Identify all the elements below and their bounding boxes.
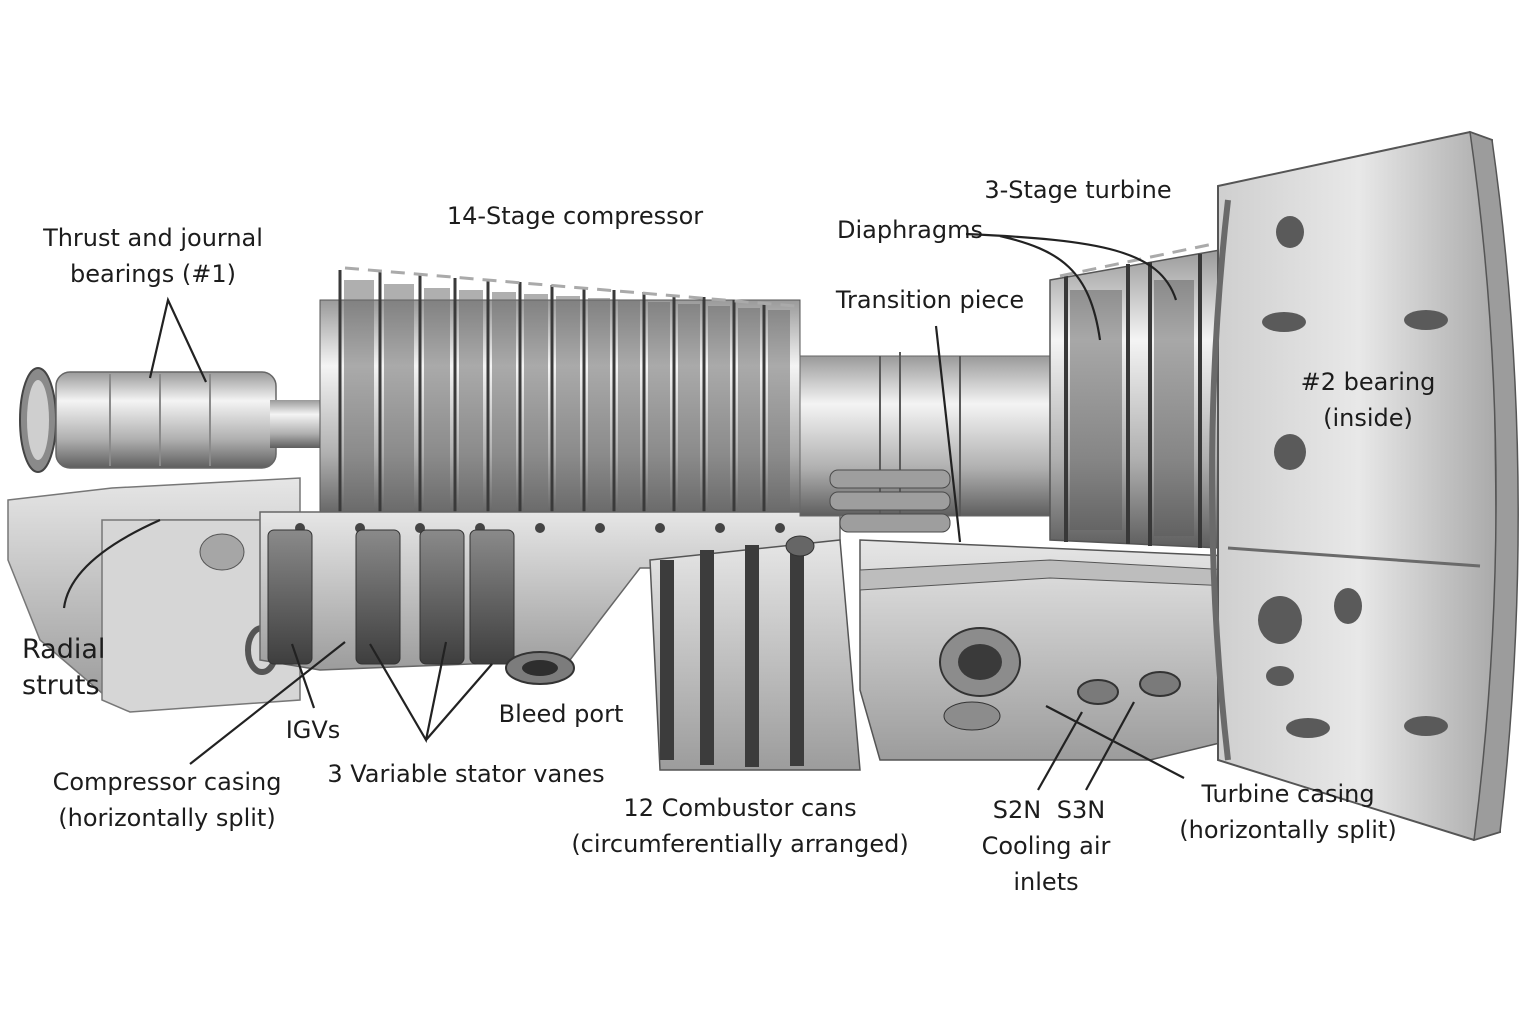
label-bleed-port: Bleed port <box>498 700 624 728</box>
label-cooling-air-inlets: Cooling air inlets <box>981 832 1111 896</box>
label-turbine-casing: Turbine casing (horizontally split) <box>1179 780 1397 844</box>
leader-lines <box>62 232 1185 791</box>
label-variable-stator-vanes: 3 Variable stator vanes <box>327 760 605 788</box>
inlet-bearing-housing <box>7 367 330 713</box>
label-compressor-casing: Compressor casing (horizontally split) <box>52 768 282 832</box>
label-radial-struts: Radial struts <box>22 634 106 701</box>
exhaust-frame <box>1209 130 1519 842</box>
label-3-stage-turbine: 3-Stage turbine <box>984 176 1172 204</box>
label-diaphragms: Diaphragms <box>837 216 983 244</box>
label-thrust-journal-bearings: Thrust and journal bearings (#1) <box>43 224 263 288</box>
label-transition-piece: Transition piece <box>835 286 1025 314</box>
label-s2n: S2N <box>992 796 1042 824</box>
turbine-section <box>1049 238 1233 549</box>
combustor-cans <box>649 535 861 771</box>
label-14-stage-compressor: 14-Stage compressor <box>446 202 704 230</box>
label-bearing-2: #2 bearing (inside) <box>1300 368 1436 432</box>
label-s3n: S3N <box>1056 796 1106 824</box>
compressor-casing <box>259 511 841 685</box>
turbine-casing <box>859 539 1233 761</box>
compressor-rotor <box>319 266 801 521</box>
label-combustor-cans: 12 Combustor cans (circumferentially arr… <box>571 794 909 858</box>
label-igvs: IGVs <box>285 716 341 744</box>
